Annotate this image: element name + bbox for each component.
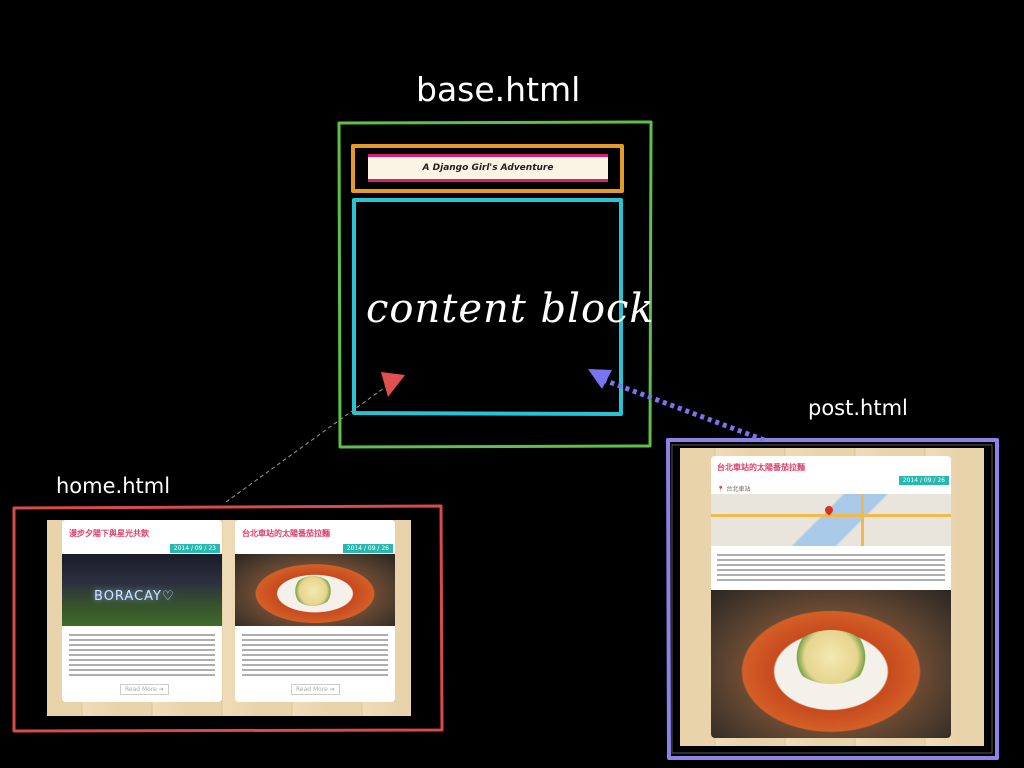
map-road [711, 514, 951, 517]
post-photo [711, 590, 951, 738]
home-screenshot: 漫步夕陽下與星光共飲 2014 / 09 / 23 BORACAY♡ Read … [47, 520, 411, 716]
base-frame [337, 120, 653, 449]
post-date: 2014 / 09 / 26 [898, 476, 949, 485]
location-pin-icon: 📍 [717, 486, 725, 493]
home-frame [12, 504, 444, 733]
post-excerpt [717, 554, 945, 582]
home-card-2: 台北車站的太陽番茄拉麵 2014 / 09 / 26 Read More ➔ [235, 520, 395, 702]
ramen-topping [293, 576, 333, 606]
home-card-2-excerpt [242, 634, 388, 676]
post-map[interactable] [711, 494, 951, 546]
post-title: 台北車站的太陽番茄拉麵 [717, 463, 805, 472]
site-header-strip: A Django Girl's Adventure [368, 154, 608, 182]
post-frame [666, 438, 999, 760]
home-card-1-date: 2014 / 09 / 23 [169, 544, 220, 553]
home-card-2-date: 2014 / 09 / 26 [342, 544, 393, 553]
post-html-label: post.html [808, 396, 908, 420]
home-card-2-photo [235, 554, 395, 626]
site-header-title: A Django Girl's Adventure [422, 163, 554, 173]
home-link-line [225, 387, 385, 503]
post-link-line [603, 377, 765, 443]
home-arrowhead [381, 372, 405, 397]
home-card-1-title: 漫步夕陽下與星光共飲 [69, 529, 149, 538]
post-arrowhead [588, 369, 612, 389]
home-card-1-excerpt [69, 634, 215, 676]
home-card-1-photo: BORACAY♡ [62, 554, 222, 626]
home-html-label: home.html [56, 474, 171, 498]
post-screenshot: 台北車站的太陽番茄拉麵 2014 / 09 / 26 📍 台北車站 [680, 448, 984, 746]
home-card-2-read-more[interactable]: Read More ➔ [291, 684, 340, 695]
post-location-text: 台北車站 [726, 486, 751, 493]
map-road [861, 494, 864, 546]
home-card-1-photo-text: BORACAY♡ [94, 589, 175, 604]
content-block-frame [352, 198, 623, 416]
post-frame-inner [671, 444, 993, 754]
ramen-topping [791, 630, 871, 684]
home-card-1-read-more[interactable]: Read More ➔ [120, 684, 169, 695]
header-frame [351, 144, 624, 193]
base-html-label: base.html [416, 70, 581, 109]
content-block-label: content block [366, 286, 655, 332]
home-card-2-title: 台北車站的太陽番茄拉麵 [242, 529, 330, 538]
post-card: 台北車站的太陽番茄拉麵 2014 / 09 / 26 📍 台北車站 [711, 456, 951, 738]
post-location: 📍 台北車站 [717, 484, 750, 493]
home-card-1: 漫步夕陽下與星光共飲 2014 / 09 / 23 BORACAY♡ Read … [62, 520, 222, 702]
